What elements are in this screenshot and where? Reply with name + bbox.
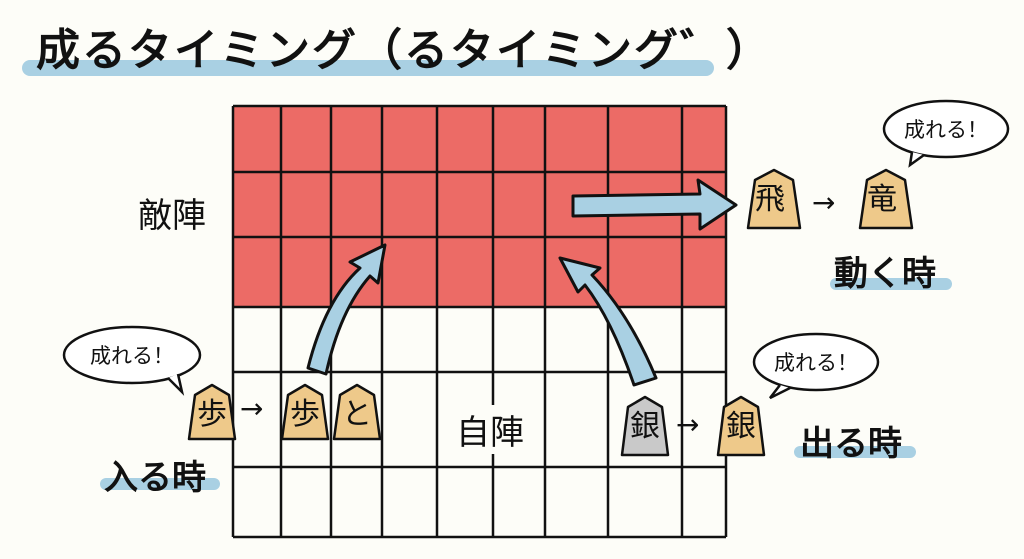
- move-bubble-shape: [882, 99, 1010, 168]
- title-underline: [22, 60, 714, 76]
- exit-bubble-text: 成れる！: [774, 351, 858, 375]
- page-title: 成るタイミング（るタイミング゛）: [36, 25, 772, 76]
- move-label-underline: [830, 278, 952, 290]
- pawn-piece-from: 歩: [187, 383, 237, 441]
- enter-small-arrow: →: [240, 392, 264, 425]
- enter-arrow: [306, 243, 387, 376]
- exit-small-arrow: →: [676, 408, 700, 441]
- exit-arrow: [558, 256, 658, 387]
- promoted-pawn-piece: と: [332, 383, 382, 441]
- move-arrow: [571, 178, 738, 231]
- move-small-arrow: →: [812, 186, 836, 219]
- exit-label-underline: [794, 446, 916, 458]
- enter-bubble-text: 成れる！: [90, 344, 174, 368]
- board-grid: [231, 104, 728, 539]
- dragon-piece: 竜: [857, 168, 914, 230]
- silver-piece-to: 銀: [716, 395, 766, 457]
- enter-label: 入る時: [104, 458, 206, 498]
- enter-label-underline: [100, 478, 220, 490]
- enemy-camp-label: 敵陣: [138, 196, 206, 236]
- own-camp-label: 自陣: [452, 405, 528, 454]
- move-bubble-text: 成れる！: [904, 118, 988, 142]
- exit-label: 出る時: [800, 424, 902, 464]
- pawn-piece-to: 歩: [280, 383, 330, 441]
- silver-piece-from: 銀: [620, 395, 670, 457]
- exit-bubble-shape: [752, 332, 880, 400]
- enter-bubble-shape: [62, 325, 202, 396]
- move-label: 動く時: [834, 254, 936, 294]
- rook-piece: 飛: [745, 168, 802, 230]
